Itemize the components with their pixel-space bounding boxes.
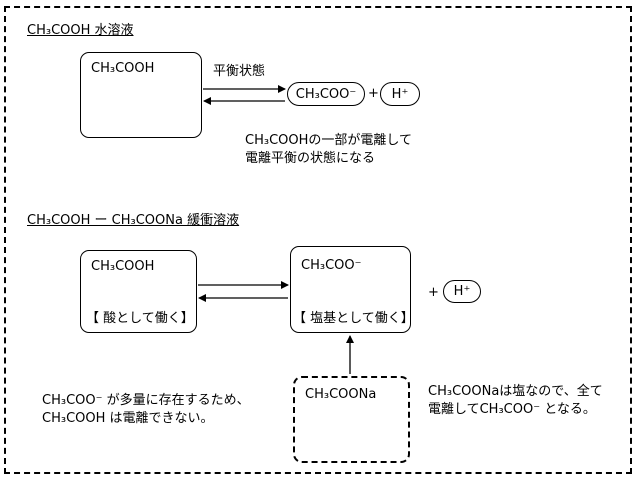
hydrogen-ion-pill-2: H⁺ (443, 280, 481, 303)
left-note-line-2: CH₃COOH は電離できない。 (42, 411, 214, 426)
section1-heading: CH₃COOH 水溶液 (27, 23, 134, 38)
equilibrium-label: 平衡状態 (213, 64, 266, 79)
sodium-acetate-label: CH₃COONa (305, 387, 377, 402)
note-line-1: CH₃COOHの一部が電離して (245, 133, 412, 148)
acid-role-label: 【 酸として働く】 (86, 311, 194, 326)
section2-heading: CH₃COOH ー CH₃COONa 緩衝溶液 (27, 213, 240, 228)
sodium-acetate-box: CH₃COONa (293, 376, 410, 463)
hydrogen-ion-pill: H⁺ (380, 82, 420, 106)
acid-box: CH₃COOH 【 酸として働く】 (80, 250, 197, 333)
base-role-label: 【 塩基として働く】 (293, 311, 414, 326)
acetic-acid-box: CH₃COOH (80, 52, 202, 138)
right-note-line-2: 電離してCH₃COO⁻ となる。 (428, 402, 596, 417)
plus-sign: + (368, 86, 379, 101)
acetic-acid-label: CH₃COOH (91, 61, 155, 76)
acid-box-label: CH₃COOH (91, 259, 155, 274)
note-line-2: 電離平衡の状態になる (245, 151, 376, 166)
left-note-line-1: CH₃COO⁻ が多量に存在するため、 (42, 393, 250, 408)
acetate-ion-pill: CH₃COO⁻ (287, 82, 365, 106)
right-note-line-1: CH₃COONaは塩なので、全て (428, 384, 603, 399)
plus-sign-2: + (428, 285, 439, 300)
hydrogen-ion-label: H⁺ (391, 86, 409, 102)
base-box: CH₃COO⁻ 【 塩基として働く】 (290, 246, 414, 333)
outer-dashed-frame (4, 6, 632, 474)
base-box-label: CH₃COO⁻ (301, 258, 362, 273)
acetate-ion-label: CH₃COO⁻ (295, 86, 357, 102)
hydrogen-ion-label-2: H⁺ (453, 284, 471, 299)
